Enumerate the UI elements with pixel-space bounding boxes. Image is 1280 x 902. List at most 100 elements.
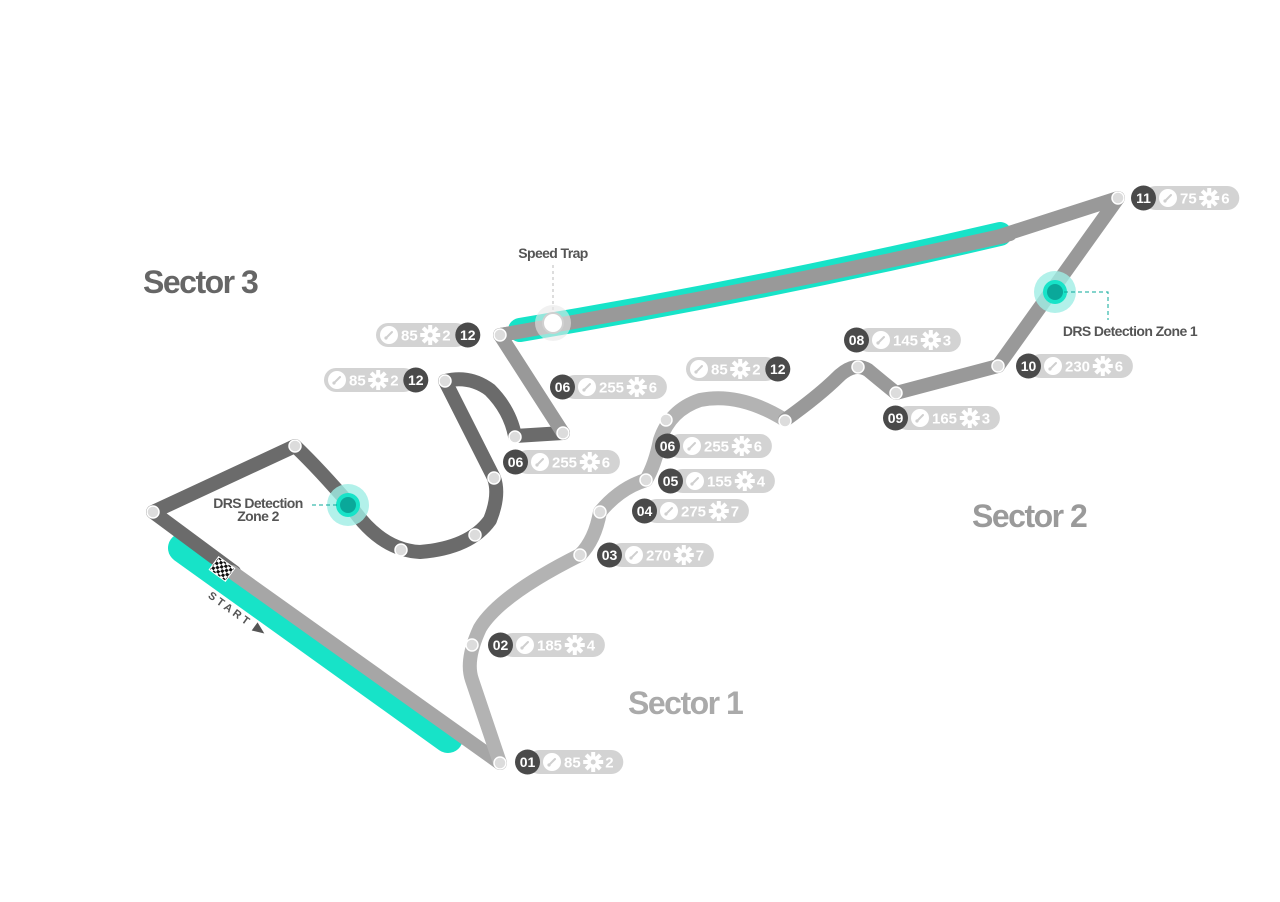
speedometer-icon <box>515 635 535 655</box>
corner-speed: 270 <box>646 548 671 565</box>
corner-number-badge <box>765 356 791 382</box>
speedometer-icon <box>685 471 705 491</box>
corner-number-badge <box>455 322 481 348</box>
corner-pill: 85 2 12 <box>376 322 481 348</box>
sector-3-label: Sector 3 <box>143 264 258 300</box>
corner-number-badge <box>597 542 622 568</box>
speedometer-icon <box>659 501 679 521</box>
gear-icon <box>731 436 752 456</box>
drs-zone-2-label-line2: Zone 2 <box>237 508 279 524</box>
speedometer-icon <box>1043 356 1063 376</box>
corner-number-badge <box>655 433 680 459</box>
speedometer-icon <box>542 752 562 772</box>
speedometer-icon <box>327 370 347 390</box>
back-straight <box>493 227 1017 342</box>
corner-gear: 6 <box>1115 359 1123 376</box>
corner-number-badge <box>658 468 683 494</box>
corner-speed: 255 <box>599 380 624 397</box>
corner-speed: 145 <box>893 333 918 350</box>
corner-speed: 85 <box>349 373 366 390</box>
corner-speed: 185 <box>537 638 562 655</box>
speedometer-icon <box>1158 188 1178 208</box>
corner-gear: 2 <box>605 755 613 772</box>
gear-icon <box>959 408 980 428</box>
corner-number: 02 <box>493 637 509 653</box>
corner-number-badge <box>1131 185 1156 211</box>
corner-speed: 255 <box>704 439 729 456</box>
corner-pill: 85 2 12 <box>686 356 791 382</box>
corner-number-badge <box>1016 353 1041 379</box>
gear-icon <box>734 471 755 491</box>
gear-icon <box>368 370 389 390</box>
gear-icon <box>564 635 585 655</box>
corner-number: 12 <box>770 361 786 377</box>
start-arrow-icon <box>251 622 265 634</box>
drs-zone-2-label-line1: DRS Detection <box>213 495 302 511</box>
corner-number: 06 <box>660 438 676 454</box>
corner-gear: 2 <box>390 373 398 390</box>
corner-number: 04 <box>637 503 653 519</box>
corner-gear: 2 <box>442 328 450 345</box>
drs-zones <box>168 222 1012 753</box>
corner-number-badge <box>503 449 528 475</box>
sector-1-track <box>462 391 792 770</box>
corner-gear: 6 <box>754 439 762 456</box>
gear-icon <box>1199 188 1220 208</box>
corner-number: 11 <box>1136 190 1151 206</box>
speedometer-icon <box>530 452 550 472</box>
sector-1-label: Sector 1 <box>628 685 743 721</box>
corner-number-badge <box>844 327 869 353</box>
corner-gear: 4 <box>587 638 596 655</box>
gear-icon <box>730 359 751 379</box>
corner-speed: 165 <box>932 411 957 428</box>
corner-pill: 85 2 12 <box>324 367 429 393</box>
gear-icon <box>583 752 604 772</box>
gear-icon <box>708 501 729 521</box>
drs-zone-1-label: DRS Detection Zone 1 <box>1063 323 1198 339</box>
corner-number: 03 <box>602 547 618 563</box>
corner-gear: 2 <box>752 362 760 379</box>
corner-number: 12 <box>460 327 476 343</box>
speed-trap-label: Speed Trap <box>518 245 588 261</box>
corner-number-badge <box>488 632 513 658</box>
checkered-flag-icon <box>208 555 236 583</box>
gear-icon <box>920 330 941 350</box>
corner-number: 09 <box>888 410 904 426</box>
corner-nodes <box>146 191 1125 770</box>
corner-gear: 6 <box>602 455 610 472</box>
main-straight <box>225 565 507 770</box>
drs-detection-zone-2: DRS Detection Zone 2 <box>213 484 369 526</box>
corner-number-badge <box>515 749 540 775</box>
corner-speed: 85 <box>401 328 418 345</box>
gear-icon <box>420 325 441 345</box>
corner-number-badge <box>883 405 908 431</box>
corner-number-badge <box>403 367 429 393</box>
speedometer-icon <box>577 377 597 397</box>
gear-icon <box>1092 356 1113 376</box>
corner-number: 06 <box>508 454 524 470</box>
corner-speed: 230 <box>1065 359 1090 376</box>
speedometer-icon <box>910 408 930 428</box>
corner-speed: 85 <box>564 755 581 772</box>
corner-pill: 255 6 06 <box>655 433 772 459</box>
corner-pill: 165 3 09 <box>883 405 1000 431</box>
corner-speed: 85 <box>711 362 728 379</box>
corner-number-badge <box>632 498 657 524</box>
corner-gear: 3 <box>943 333 951 350</box>
corner-number: 12 <box>408 372 424 388</box>
corner-gear: 3 <box>982 411 990 428</box>
corner-pill: 185 4 02 <box>488 632 605 658</box>
speed-trap-marker: Speed Trap <box>518 245 588 341</box>
corner-gear: 6 <box>1221 191 1229 208</box>
speedometer-icon <box>689 359 709 379</box>
corner-speed: 155 <box>707 474 732 491</box>
corner-number: 10 <box>1021 358 1037 374</box>
